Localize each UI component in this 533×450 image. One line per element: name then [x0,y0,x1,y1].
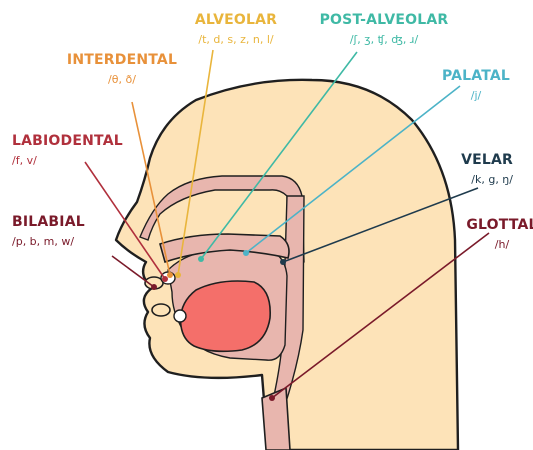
lower-teeth [174,310,186,322]
point-velar [280,259,286,265]
bilabial-name: BILABIAL [12,214,85,230]
palatal-ipa: /j/ [442,89,510,102]
label-bilabial: BILABIAL /p, b, m, w/ [12,214,85,248]
point-bilabial [151,284,157,290]
velar-name: VELAR [461,152,513,168]
post-alveolar-ipa: /ʃ, ʒ, ʧ, ʤ, ɹ/ [320,33,449,46]
label-palatal: PALATAL /j/ [442,68,510,102]
palatal-name: PALATAL [442,68,510,84]
point-labiodental [162,276,168,282]
label-post-alveolar: POST-ALVEOLAR /ʃ, ʒ, ʧ, ʤ, ɹ/ [320,12,449,46]
lower-lip [152,304,170,316]
alveolar-name: ALVEOLAR [195,12,277,28]
label-labiodental: LABIODENTAL /f, v/ [12,133,123,167]
labiodental-name: LABIODENTAL [12,133,123,149]
label-velar: VELAR /k, g, ŋ/ [461,152,513,186]
interdental-ipa: /θ, ð/ [67,73,177,86]
label-interdental: INTERDENTAL /θ, ð/ [67,52,177,86]
point-palatal [243,250,249,256]
label-alveolar: ALVEOLAR /t, d, s, z, n, l/ [195,12,277,46]
point-glottal [269,395,275,401]
glottal-ipa: /h/ [466,238,533,251]
point-alveolar [175,272,181,278]
tongue [181,281,271,351]
labiodental-ipa: /f, v/ [12,154,123,167]
velar-ipa: /k, g, ŋ/ [461,173,513,186]
glottal-name: GLOTTAL [466,217,533,233]
interdental-name: INTERDENTAL [67,52,177,68]
point-interdental [167,272,173,278]
alveolar-ipa: /t, d, s, z, n, l/ [195,33,277,46]
label-glottal: GLOTTAL /h/ [466,217,533,251]
bilabial-ipa: /p, b, m, w/ [12,235,85,248]
point-post-alveolar [198,256,204,262]
post-alveolar-name: POST-ALVEOLAR [320,12,449,28]
trachea [262,388,290,450]
